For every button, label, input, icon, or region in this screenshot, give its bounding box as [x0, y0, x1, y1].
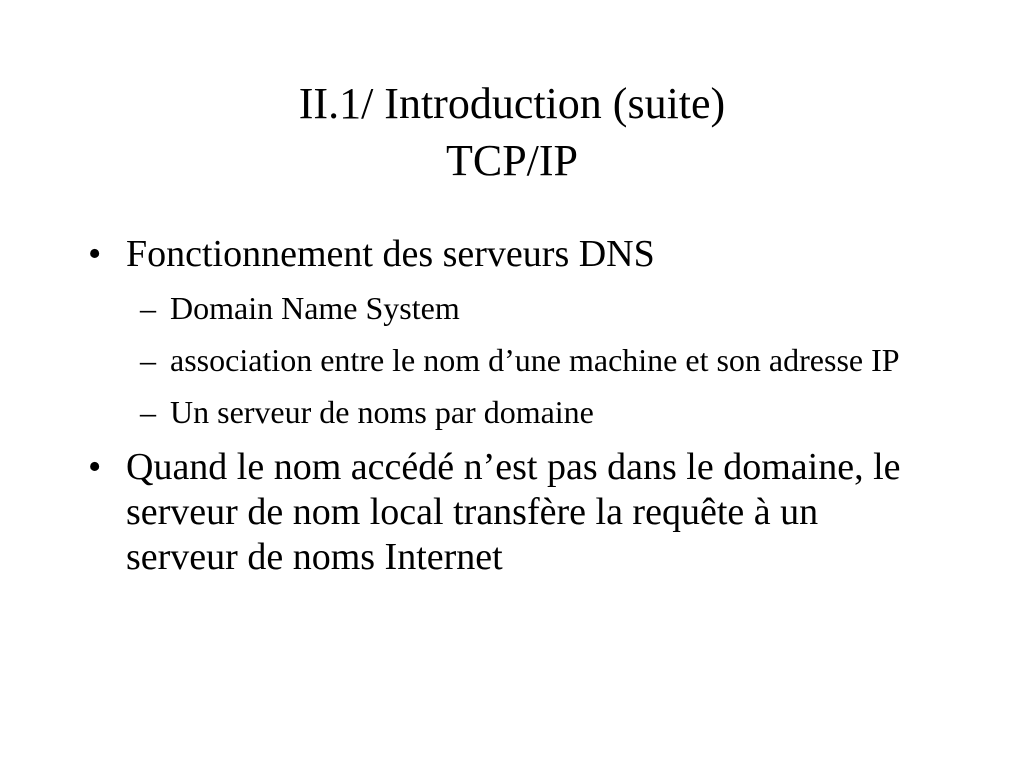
bullet-icon: •: [88, 446, 102, 488]
title-line-2: TCP/IP: [445, 136, 579, 185]
bullet-item-dns-forwarding: • Quand le nom accédé n’est pas dans le …: [88, 445, 916, 580]
sub-bullet-item: – Un serveur de noms par domaine: [88, 393, 928, 431]
sub-bullet-text: Un serveur de noms par domaine: [170, 394, 594, 430]
slide-body: • Fonctionnement des serveurs DNS – Doma…: [88, 232, 928, 592]
slide-title: II.1/ Introduction (suite) TCP/IP: [0, 75, 1024, 189]
sub-bullet-list: – Domain Name System – association entre…: [88, 289, 928, 431]
bullet-item-dns: • Fonctionnement des serveurs DNS: [88, 232, 928, 277]
bullet-text: Quand le nom accédé n’est pas dans le do…: [126, 446, 901, 578]
dash-icon: –: [140, 342, 156, 378]
dash-icon: –: [140, 290, 156, 326]
dash-icon: –: [140, 394, 156, 430]
bullet-icon: •: [88, 233, 102, 275]
title-line-1: II.1/ Introduction (suite): [298, 79, 726, 128]
sub-bullet-item: – association entre le nom d’une machine…: [88, 341, 910, 379]
sub-bullet-text: Domain Name System: [170, 290, 460, 326]
bullet-text: Fonctionnement des serveurs DNS: [126, 233, 655, 275]
sub-bullet-item: – Domain Name System: [88, 289, 928, 327]
sub-bullet-text: association entre le nom d’une machine e…: [170, 342, 900, 378]
